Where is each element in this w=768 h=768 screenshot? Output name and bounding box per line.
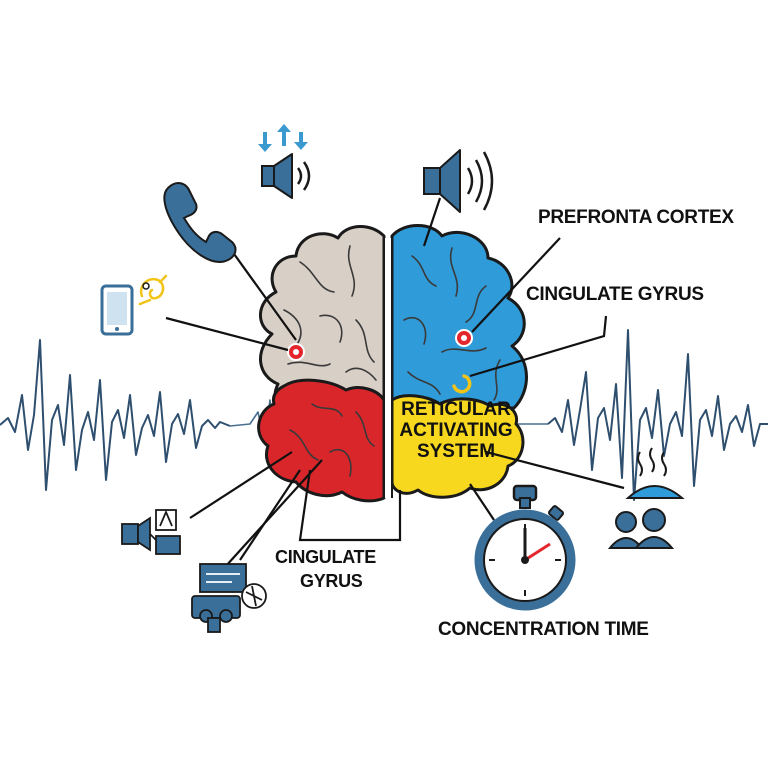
yellow-marker: [452, 374, 472, 394]
cingulate-gyrus-right-label: CINGULATE GYRUS: [526, 284, 704, 305]
stopwatch-icon: [474, 484, 576, 611]
right-lower-region: [390, 394, 525, 499]
tablet-icon: [100, 284, 134, 336]
prefrontal-cortex-label: PREFRONTA CORTEX: [538, 207, 734, 228]
computer-icon: [191, 563, 267, 633]
cingulate-gyrus-bottom-label-line2: GYRUS: [300, 571, 363, 591]
right-upper-hemisphere: [390, 224, 528, 410]
reticular-activating-system-label: RETICULAR ACTIVATING SYSTEM: [392, 399, 520, 463]
desk-icon: [121, 509, 181, 555]
cingulate-gyrus-bottom-label-line1: CINGULATE: [275, 547, 376, 567]
ras-line-3: SYSTEM: [416, 440, 496, 462]
ras-line-2: ACTIVATING: [399, 419, 513, 441]
leader-lines: [165, 197, 625, 589]
ras-line-1: RETICULAR: [401, 399, 511, 420]
people-icon: [607, 447, 685, 549]
notification-icon: [138, 274, 168, 306]
phone-icon: [163, 182, 237, 263]
left-brainwave: [0, 339, 231, 491]
right-brainwave: [547, 329, 768, 501]
brain-folds: [283, 245, 501, 477]
concentration-time-label: CONCENTRATION TIME: [438, 619, 649, 640]
speaker-icon-large: [423, 149, 494, 213]
speaker-icon-small: [261, 153, 311, 199]
left-lower-region: [257, 378, 386, 503]
arrows-icon: [258, 124, 308, 152]
